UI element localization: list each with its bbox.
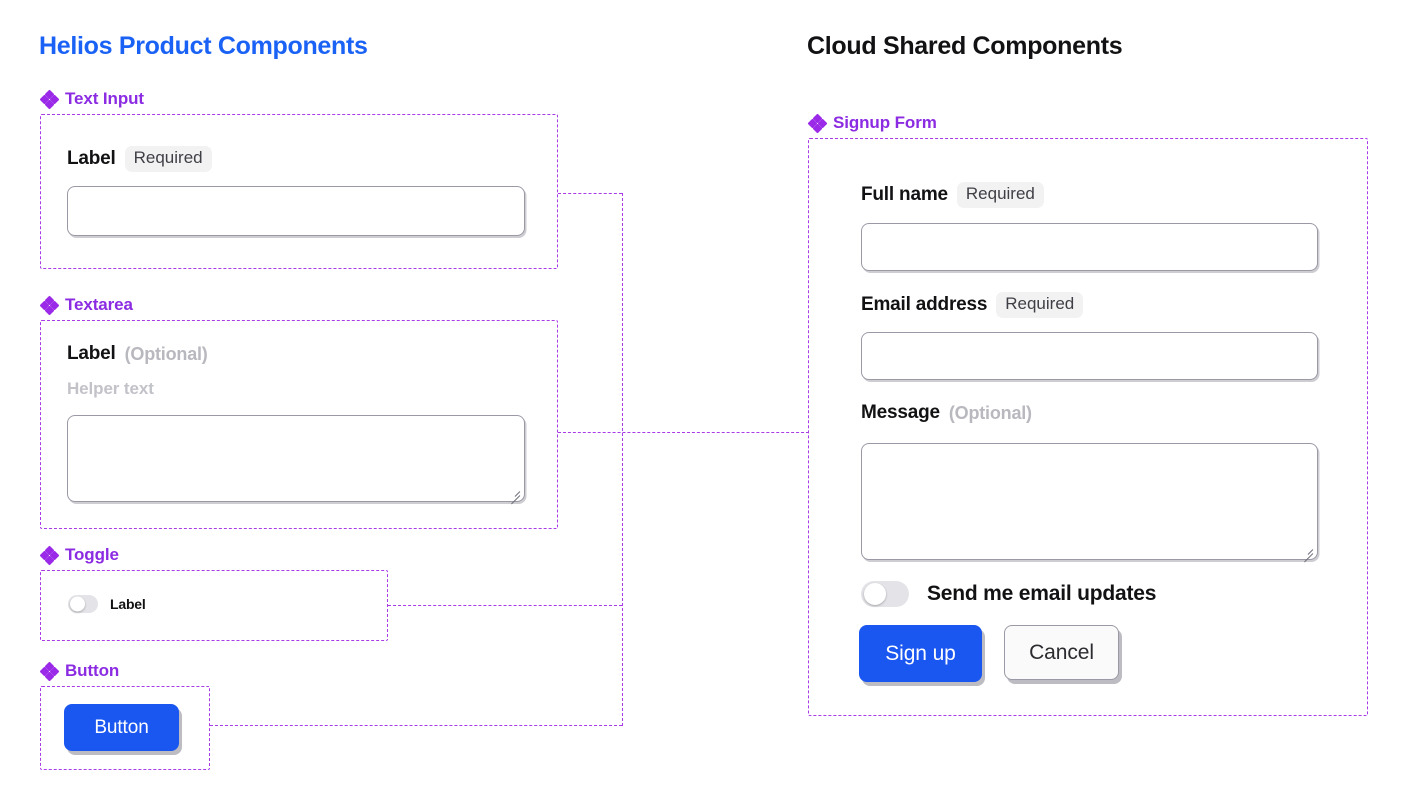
email-label-row: Email address Required — [861, 292, 1084, 318]
frame-text-input — [40, 114, 558, 269]
textarea-optional-tag: (Optional) — [124, 343, 208, 364]
text-input-label: Label — [67, 147, 116, 169]
toggle-row: Label — [68, 595, 146, 613]
connector-vertical-trunk — [622, 193, 623, 726]
email-updates-label: Send me email updates — [927, 582, 1157, 605]
message-textarea[interactable] — [861, 443, 1318, 563]
textarea-label: Label — [67, 343, 116, 364]
right-column-title: Cloud Shared Components — [807, 32, 1123, 60]
connector-text-input-horizontal — [558, 193, 622, 194]
section-label-text: Button — [65, 661, 120, 680]
connector-textarea-horizontal — [558, 432, 809, 433]
section-label-text: Signup Form — [833, 113, 937, 132]
frame-button — [40, 686, 210, 770]
section-label-text: Text Input — [65, 89, 144, 108]
email-input[interactable] — [861, 332, 1318, 380]
text-input-required-badge: Required — [124, 146, 212, 172]
section-label-toggle: Toggle — [39, 545, 119, 565]
toggle-switch[interactable] — [68, 595, 98, 613]
textarea-label-row: Label (Optional) — [67, 343, 208, 365]
sign-up-button[interactable]: Sign up — [859, 625, 982, 682]
email-updates-toggle[interactable] — [861, 581, 909, 607]
full-name-input[interactable] — [861, 223, 1318, 271]
email-required-badge: Required — [996, 292, 1084, 318]
connector-toggle-horizontal — [388, 605, 622, 606]
section-label-text: Textarea — [65, 295, 133, 314]
section-label-signup-form: Signup Form — [807, 113, 937, 133]
component-diamond-icon — [39, 89, 60, 109]
left-column-title: Helios Product Components — [39, 32, 368, 60]
section-label-text-input: Text Input — [39, 89, 144, 109]
demo-button[interactable]: Button — [64, 704, 179, 751]
text-input-field[interactable] — [67, 186, 525, 236]
message-optional-tag: (Optional) — [948, 402, 1032, 423]
resize-handle-icon[interactable] — [507, 485, 521, 505]
frame-textarea — [40, 320, 558, 529]
section-label-textarea: Textarea — [39, 295, 133, 315]
full-name-label: Full name — [861, 183, 948, 205]
text-input-label-row: Label Required — [67, 146, 212, 172]
toggle-label: Label — [110, 596, 146, 612]
email-label: Email address — [861, 293, 988, 315]
component-diamond-icon — [39, 661, 60, 681]
frame-signup-form — [808, 138, 1368, 716]
component-diamond-icon — [39, 295, 60, 315]
frame-toggle — [40, 570, 388, 641]
message-label: Message — [861, 402, 940, 423]
full-name-required-badge: Required — [956, 182, 1044, 208]
toggle-knob — [864, 583, 886, 605]
full-name-label-row: Full name Required — [861, 182, 1044, 208]
connector-button-horizontal — [210, 725, 622, 726]
component-diamond-icon — [807, 113, 828, 133]
section-label-text: Toggle — [65, 545, 119, 564]
message-label-row: Message (Optional) — [861, 402, 1032, 424]
section-label-button: Button — [39, 661, 120, 681]
cancel-button[interactable]: Cancel — [1004, 625, 1119, 680]
component-diamond-icon — [39, 545, 60, 565]
resize-handle-icon[interactable] — [1300, 543, 1314, 563]
toggle-knob — [70, 596, 85, 612]
textarea-field[interactable] — [67, 415, 525, 505]
textarea-helper-text: Helper text — [67, 379, 154, 398]
email-updates-toggle-row: Send me email updates — [861, 581, 1156, 607]
